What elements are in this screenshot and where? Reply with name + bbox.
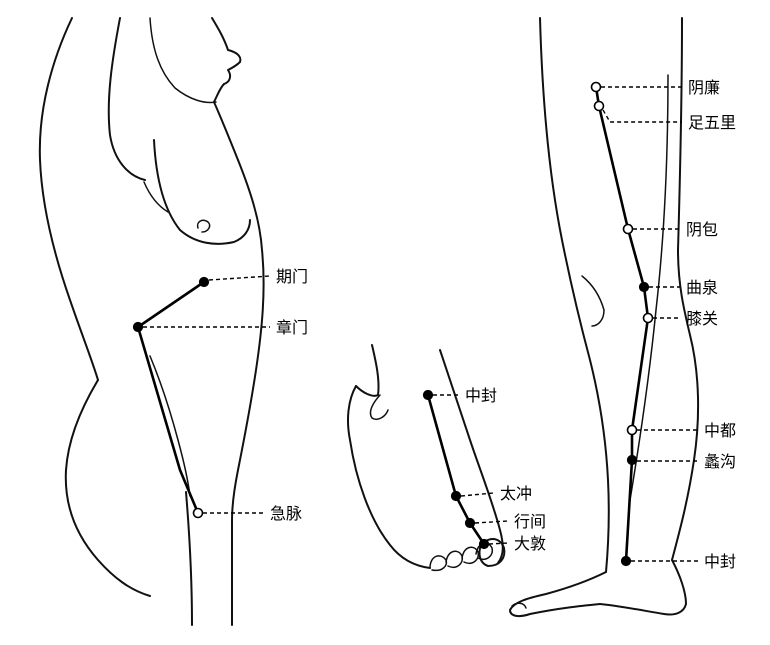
acupoint-label-xingjian: 行间 <box>514 512 546 531</box>
acupoint-label-yinlian: 阴廉 <box>688 78 720 97</box>
foot-figure <box>347 344 506 572</box>
acupoint-zhongdu: 中都 <box>626 421 736 440</box>
leg-front-contour <box>539 17 610 573</box>
foot-meridian-line <box>426 393 486 546</box>
shin-back-contour <box>439 349 504 564</box>
acupoint-jimai: 急脉 <box>192 504 302 523</box>
armpit-crease <box>143 181 169 213</box>
acupoint-yinbao: 阴包 <box>622 220 718 239</box>
acupoint-label-zhongfeng_leg: 中封 <box>704 552 736 571</box>
acupoint-dot-xingjian <box>464 517 476 529</box>
acupoint-dot-yinlian <box>590 81 602 93</box>
acupoint-label-yinbao: 阴包 <box>686 220 718 239</box>
acupoint-dot-zhongdu <box>626 424 638 436</box>
acupoint-dot-yinbao <box>622 223 634 235</box>
acupoint-dot-zhongfeng_leg <box>620 555 632 567</box>
leg-back-contour <box>671 17 700 561</box>
face-profile <box>211 17 242 103</box>
acupoint-label-jimai: 急脉 <box>270 504 302 523</box>
nipple-mark <box>196 219 211 233</box>
torso-front-contour <box>230 159 265 626</box>
acupoint-dot-ligou <box>626 454 638 466</box>
heel-contour <box>599 559 687 616</box>
chest-contour <box>153 139 251 245</box>
toe-nail-mark <box>511 602 527 609</box>
acupoint-zhangmen: 章门 <box>132 318 308 337</box>
leader-line-qimen <box>208 275 271 281</box>
acupoint-label-zhangmen: 章门 <box>276 318 308 337</box>
toe-5 <box>429 555 448 572</box>
acupoint-zuwuli: 足五里 <box>593 100 736 132</box>
acupoint-qimen: 期门 <box>198 267 308 288</box>
knee-mark <box>581 275 605 327</box>
acupoint-label-zhongfeng_foot: 中封 <box>465 386 497 405</box>
toe-3 <box>461 546 480 564</box>
ankle-bone-mark <box>369 394 389 421</box>
acupoint-yinlian: 阴廉 <box>590 78 720 97</box>
acupoint-label-zhongdu: 中都 <box>704 421 736 440</box>
acupoint-zhongfeng_foot: 中封 <box>422 386 497 405</box>
acupoint-label-zuwuli: 足五里 <box>688 113 736 132</box>
acupoint-dot-jimai <box>192 507 204 519</box>
big-toe <box>478 538 506 567</box>
acupoint-zhongfeng_leg: 中封 <box>620 552 736 571</box>
foot-top-contour <box>347 385 431 569</box>
arm-inner-contour <box>107 17 146 181</box>
acupoint-dot-taichong <box>450 490 462 502</box>
acupoint-label-ququan: 曲泉 <box>686 278 718 297</box>
leader-line-xingjian <box>474 520 509 524</box>
acupoint-label-xiguan: 膝关 <box>686 309 718 328</box>
leader-line-dadun <box>488 542 509 545</box>
acupoint-dot-dadun <box>478 538 490 550</box>
arm-outer-contour <box>38 17 99 381</box>
acupoint-label-ligou: 蠡沟 <box>704 452 736 471</box>
shoulder-line <box>149 17 217 104</box>
acupoint-dot-qimen <box>198 276 210 288</box>
torso-meridian-line <box>136 280 206 515</box>
thigh-back-contour <box>185 491 193 626</box>
acupoint-xiguan: 膝关 <box>642 309 718 328</box>
acupoint-label-dadun: 大敦 <box>514 534 546 553</box>
flank-curve <box>149 355 191 497</box>
acupoint-dot-zuwuli <box>593 100 605 112</box>
acupoint-dot-zhongfeng_foot <box>422 389 434 401</box>
shin-front-contour <box>355 344 380 397</box>
acupoint-dot-ququan <box>638 281 650 293</box>
acupoint-label-taichong: 太冲 <box>500 484 532 503</box>
buttock-contour <box>64 379 151 597</box>
acupoint-dadun: 大敦 <box>478 534 546 553</box>
sole-contour <box>509 571 607 618</box>
acupoint-dot-zhangmen <box>132 321 144 333</box>
neck-front-contour <box>213 101 239 161</box>
acupoint-xingjian: 行间 <box>464 512 546 531</box>
leader-line-zuwuli <box>602 109 682 123</box>
acupoint-ququan: 曲泉 <box>638 278 718 297</box>
acupoint-taichong: 太冲 <box>450 484 532 503</box>
acupoint-ligou: 蠡沟 <box>626 452 736 471</box>
acupoint-dot-xiguan <box>642 312 654 324</box>
leader-line-taichong <box>460 492 495 497</box>
toe-4 <box>445 550 464 568</box>
acupoint-label-qimen: 期门 <box>276 267 308 286</box>
calf-inner-line <box>629 74 669 501</box>
torso-figure <box>38 17 265 626</box>
leg-meridian-line <box>594 85 650 563</box>
